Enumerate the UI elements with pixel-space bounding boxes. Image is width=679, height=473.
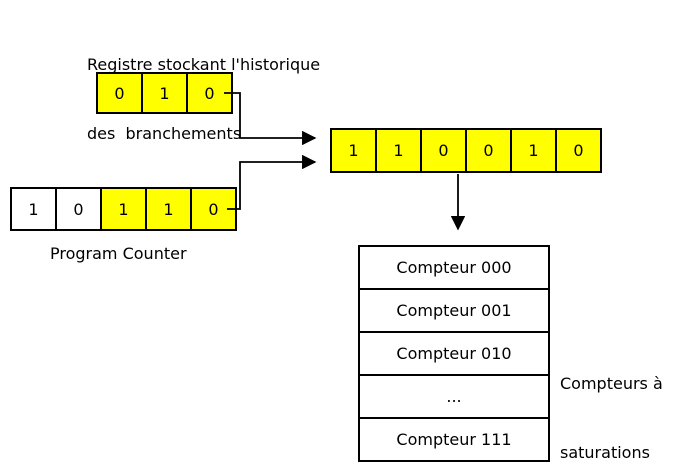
history-register-label: Registre stockant l'historique des branc… xyxy=(87,7,320,191)
history-register-label-line1: Registre stockant l'historique xyxy=(87,55,321,74)
index-bit-cell: 0 xyxy=(555,128,602,173)
index-bit-cell: 0 xyxy=(420,128,467,173)
counter-row: ... xyxy=(360,374,548,417)
program-counter-label: Program Counter xyxy=(50,244,187,263)
pc-bit-cell: 1 xyxy=(10,187,57,231)
history-register: 0 1 0 xyxy=(96,72,233,114)
saturating-counters-label-line2: saturations xyxy=(560,443,650,462)
index-bit-cell: 0 xyxy=(465,128,512,173)
index-register: 1 1 0 0 1 0 xyxy=(330,128,602,173)
counter-row: Compteur 001 xyxy=(360,288,548,331)
history-bit-cell: 1 xyxy=(141,72,188,114)
counter-row: Compteur 010 xyxy=(360,331,548,374)
pc-bit-cell: 1 xyxy=(145,187,192,231)
saturating-counters-label-line1: Compteurs à xyxy=(560,374,663,393)
pc-bit-cell: 1 xyxy=(100,187,147,231)
saturating-counters-table: Compteur 000 Compteur 001 Compteur 010 .… xyxy=(358,245,550,462)
counter-row: Compteur 111 xyxy=(360,417,548,460)
index-bit-cell: 1 xyxy=(510,128,557,173)
history-bit-cell: 0 xyxy=(186,72,233,114)
pc-bit-cell: 0 xyxy=(55,187,102,231)
program-counter-register: 1 0 1 1 0 xyxy=(10,187,237,231)
counter-row: Compteur 000 xyxy=(360,247,548,288)
index-bit-cell: 1 xyxy=(330,128,377,173)
history-bit-cell: 0 xyxy=(96,72,143,114)
index-bit-cell: 1 xyxy=(375,128,422,173)
history-register-label-line2: des branchements xyxy=(87,124,242,143)
pc-bit-cell: 0 xyxy=(190,187,237,231)
saturating-counters-label: Compteurs à saturations xyxy=(560,326,663,473)
